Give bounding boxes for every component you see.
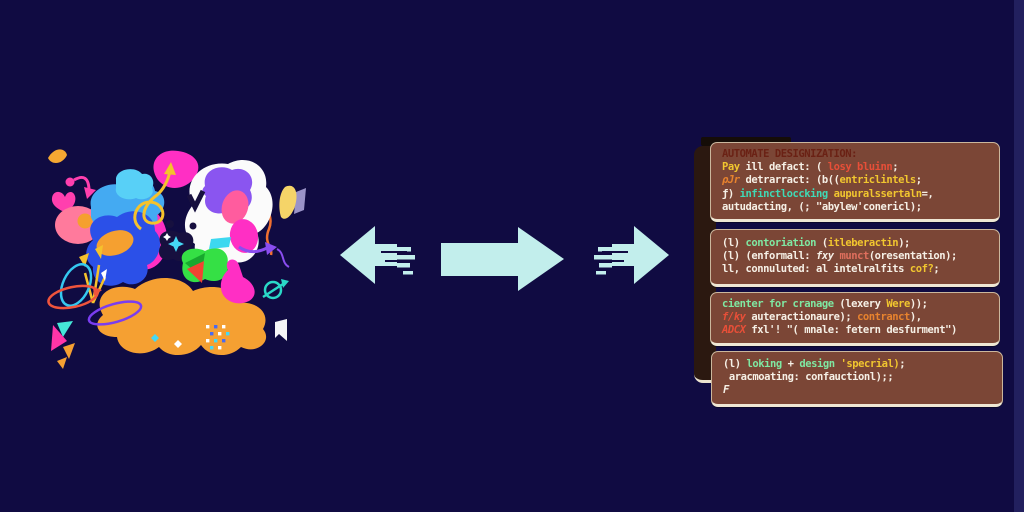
curved-arrow-icon xyxy=(73,176,91,190)
white-star-icon xyxy=(163,233,171,241)
purple-arrow-line xyxy=(238,245,268,254)
code-line: (l) contoriation (itleberactin); xyxy=(722,237,910,249)
code-line: cienter for cranage (lexery Were)); xyxy=(722,298,928,310)
magenta-right-blob xyxy=(229,219,259,253)
orange-dot xyxy=(77,213,93,229)
code-line: F xyxy=(723,384,729,397)
right-edge-strip xyxy=(1014,0,1024,512)
white-triangle xyxy=(101,269,107,281)
code-lines: cienter for cranage (lexery Were));f/ky … xyxy=(722,298,988,338)
code-line: aracmoating: confauctionl);; xyxy=(723,371,894,384)
code-line: (l) (enformall: fxy munct(oresentation); xyxy=(722,250,957,263)
dots-pattern xyxy=(206,325,230,350)
infinity-arrow-head xyxy=(164,162,176,175)
code-panel-header: AUTOMATE DESIGNIZATION: xyxy=(722,148,858,160)
cyan-parallelogram xyxy=(209,237,231,249)
pink-blob xyxy=(221,190,249,224)
curved-arrow-head xyxy=(84,187,96,199)
teal-circle-doodle xyxy=(263,280,283,300)
white-flag-shape xyxy=(275,319,287,341)
magenta-flask-blob xyxy=(220,259,255,304)
code-line: ADCX fxl'! "( mnale: fetern desfurment") xyxy=(722,324,957,337)
yellow-leaf-shape xyxy=(279,185,297,219)
orange-triangle-2 xyxy=(57,357,67,369)
code-panel-3: cienter for cranage (lexery Were));f/ky … xyxy=(710,292,1000,346)
right-arrow-icon xyxy=(441,227,564,291)
cyan-ellipse-outline xyxy=(59,263,93,307)
code-line: Pay ill defact: ( losy bluinn; xyxy=(722,161,899,174)
code-line: (l) loking + design 'specrial); xyxy=(723,358,906,370)
code-panel-4: (l) loking + design 'specrial); aracmoat… xyxy=(711,351,1003,407)
cyan-star-icon xyxy=(168,236,184,252)
orange-wing-shape xyxy=(48,149,67,164)
orange-triangle xyxy=(63,343,75,359)
infinity-arrow-icon xyxy=(133,170,172,231)
magenta-wedge xyxy=(51,325,67,351)
orange-bottom-blob xyxy=(97,277,267,356)
code-lines: Pay ill defact: ( losy bluinn;ρJr detrar… xyxy=(722,161,988,214)
code-panel-2: (l) contoriation (itleberactin);(l) (enf… xyxy=(710,229,1000,287)
teal-doodle-line xyxy=(262,282,284,299)
purple-ellipse-outline xyxy=(87,300,143,326)
purple-arrow-head xyxy=(265,242,277,255)
yellow-triangle-2 xyxy=(95,245,103,259)
left-arrow-icon xyxy=(340,226,415,284)
white-diamond xyxy=(174,340,182,348)
code-line: ll, connuluted: al intelralfits cof?; xyxy=(722,263,940,276)
abstract-design-illustration xyxy=(47,149,306,369)
checkmark-icon xyxy=(186,189,206,213)
red-triangle xyxy=(187,261,204,283)
lavender-parallelogram xyxy=(294,188,306,214)
teal-arrow-head xyxy=(281,279,289,288)
code-line: ρJr detrarract: (b((entriclintels; xyxy=(722,174,922,187)
dark-dot-2 xyxy=(189,222,197,230)
code-line: f/ky auteractionaure); contranct), xyxy=(722,311,922,324)
purple-squiggle xyxy=(276,248,290,268)
cyan-blob xyxy=(115,169,154,200)
code-line: autudacting, (; "abylew'conericl); xyxy=(722,200,922,213)
code-lines: (l) contoriation (itleberactin);(l) (enf… xyxy=(722,237,988,277)
code-panel-1: AUTOMATE DESIGNIZATION: Pay ill defact: … xyxy=(710,142,1000,223)
orange-ellipse xyxy=(96,230,134,256)
magenta-top-blob xyxy=(153,150,199,188)
pink-dot xyxy=(65,177,75,187)
panel-shadow-topbar xyxy=(701,137,791,146)
teal-triangle xyxy=(57,321,73,337)
code-lines: (l) loking + design 'specrial); aracmoat… xyxy=(723,358,991,398)
red-arrow-head xyxy=(93,287,102,296)
right-arrow-small-icon xyxy=(594,226,669,284)
yellow-triangle xyxy=(79,253,89,267)
code-line: ƒ) infinctloccking aupuralssertaln=, xyxy=(722,187,934,200)
dark-dot xyxy=(166,220,174,228)
cyan-diamond xyxy=(151,334,159,342)
heart-icon xyxy=(51,191,76,212)
